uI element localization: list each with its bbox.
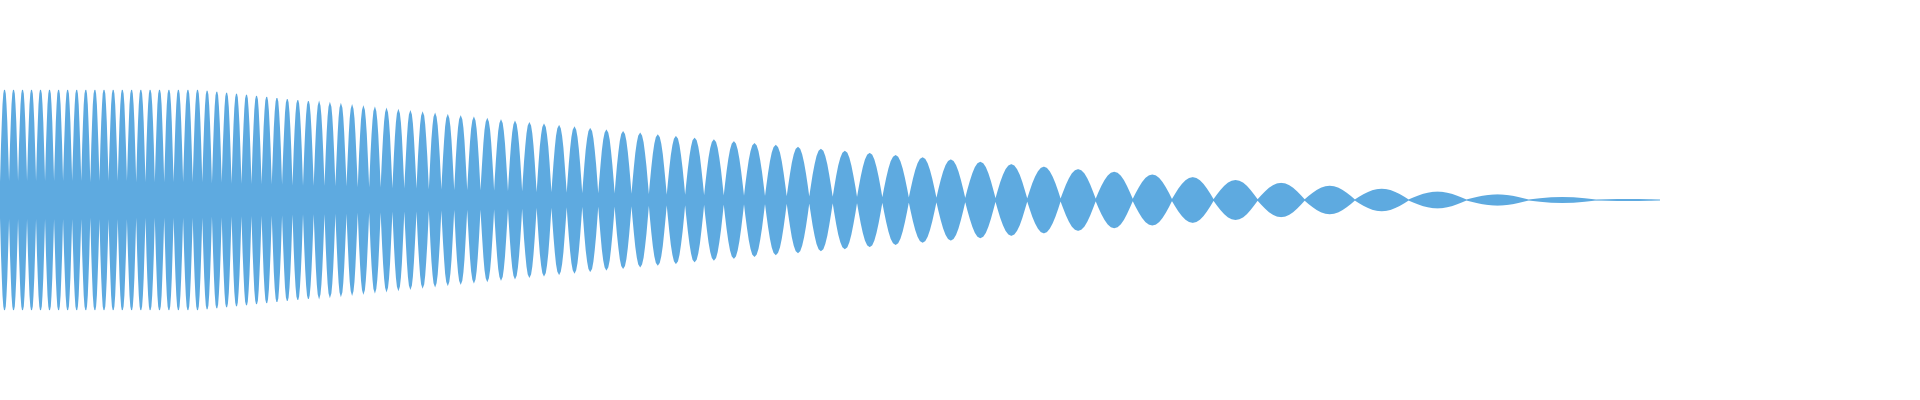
waveform-shape [0,89,1661,311]
